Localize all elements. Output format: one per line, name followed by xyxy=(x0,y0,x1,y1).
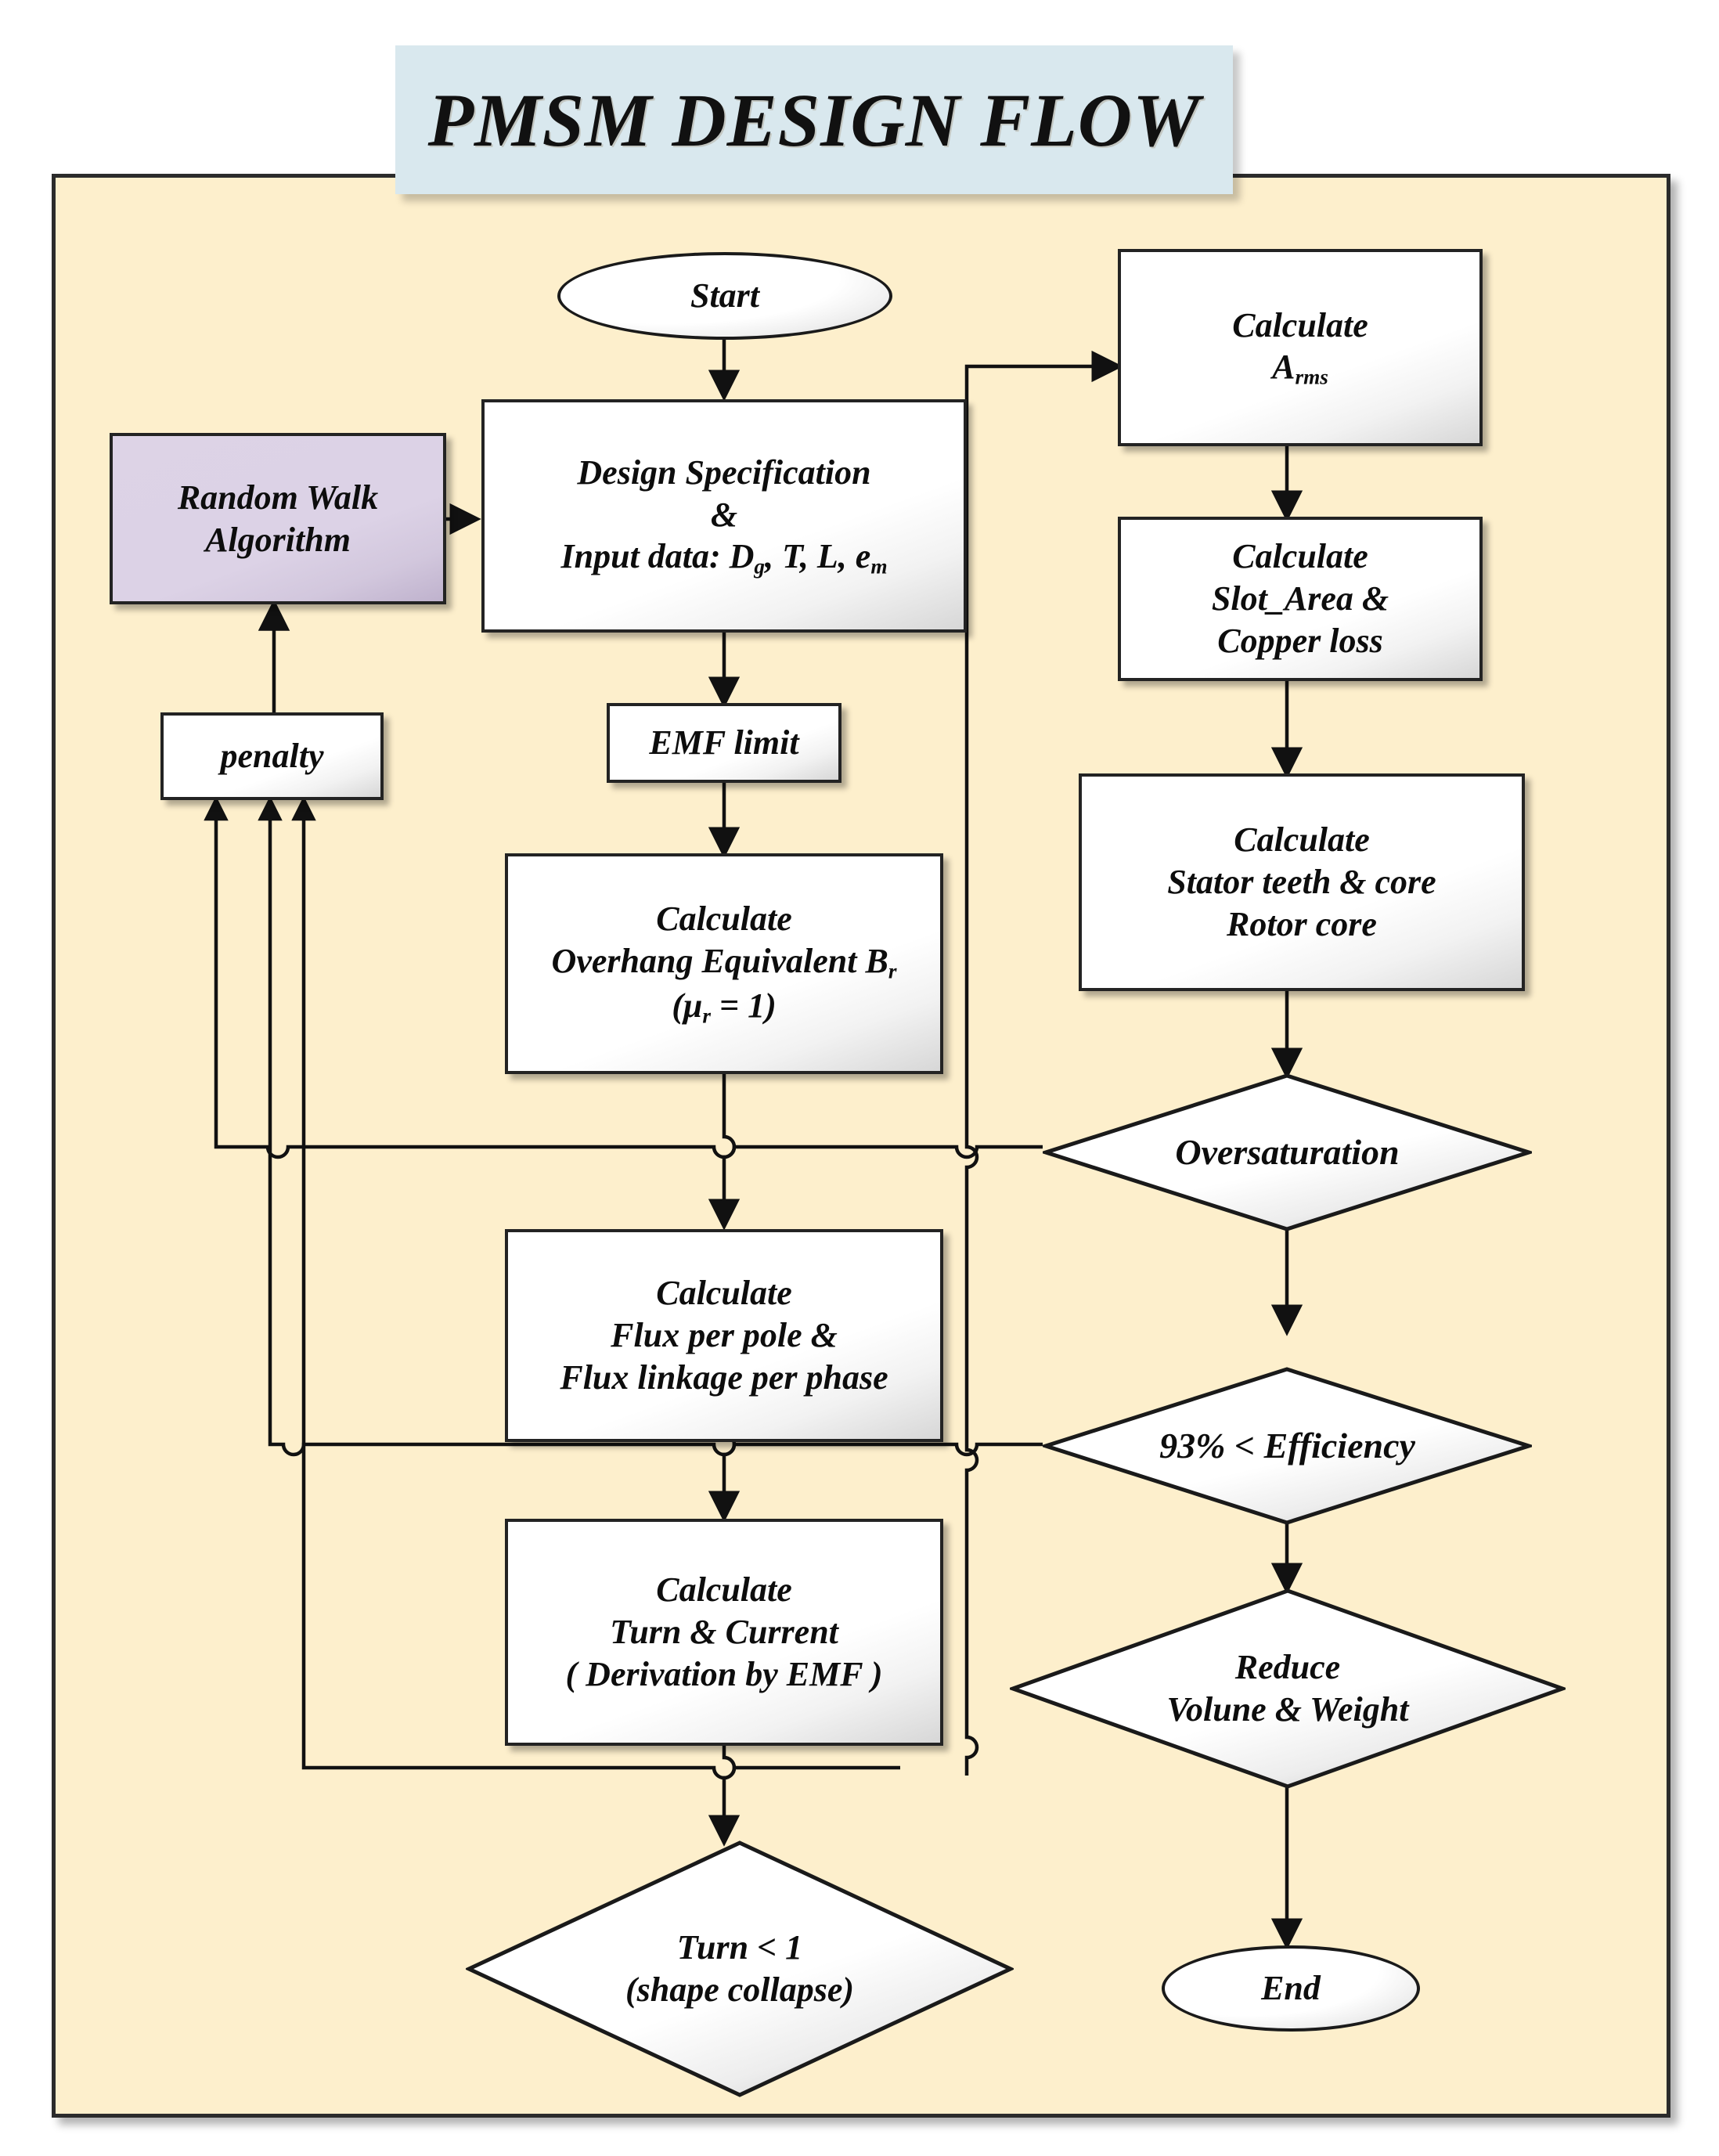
node-calc-turn-line2: Turn & Current xyxy=(610,1613,838,1652)
node-calc-slot-line2: Slot_Area & xyxy=(1211,579,1389,618)
node-oversaturation-labels: Oversaturation xyxy=(1077,1130,1498,1174)
node-emf-limit-label: EMF limit xyxy=(649,723,799,763)
node-efficiency-labels: 93% < Efficiency xyxy=(1077,1424,1498,1468)
node-calculate-flux[interactable]: Calculate Flux per pole & Flux linkage p… xyxy=(505,1229,943,1442)
node-emf-limit[interactable]: EMF limit xyxy=(607,703,841,783)
node-random-walk-algorithm[interactable]: Random Walk Algorithm xyxy=(110,433,446,604)
node-start[interactable]: Start xyxy=(557,252,892,340)
node-design-spec-line2: & xyxy=(710,495,738,534)
node-calc-core-line1: Calculate xyxy=(1234,820,1370,860)
node-calc-arms-line1: Calculate xyxy=(1232,305,1368,344)
node-calculate-turn-current[interactable]: Calculate Turn & Current ( Derivation by… xyxy=(505,1519,943,1746)
node-turn-less-than-one[interactable]: Turn < 1 (shape collapse) xyxy=(466,1840,1014,2098)
page-title: PMSM DESIGN FLOW xyxy=(427,78,1201,162)
node-random-walk-line1: Random Walk xyxy=(177,478,379,517)
node-turn-check-line1: Turn < 1 xyxy=(676,1928,803,1967)
diamond-shape xyxy=(466,1841,1014,2097)
node-calculate-slot-area[interactable]: Calculate Slot_Area & Copper loss xyxy=(1118,517,1483,681)
node-oversaturation[interactable]: Oversaturation xyxy=(1043,1073,1532,1232)
node-reduce-line1: Reduce xyxy=(1234,1648,1341,1687)
node-calc-slot-line1: Calculate xyxy=(1232,537,1368,576)
node-turn-check-line2: (shape collapse) xyxy=(625,1970,855,2009)
node-calc-core-line3: Rotor core xyxy=(1227,904,1377,943)
node-calc-turn-line3: ( Derivation by EMF ) xyxy=(565,1654,883,1693)
node-calculate-arms[interactable]: Calculate Arms xyxy=(1118,249,1483,446)
node-calculate-overhang[interactable]: Calculate Overhang Equivalent Br (μr = 1… xyxy=(505,853,943,1074)
node-design-spec-line3: Input data: Dg, T, L, em xyxy=(560,537,888,579)
diamond-shape xyxy=(1043,1073,1532,1231)
node-reduce-labels: Reduce Volune & Weight xyxy=(1049,1646,1527,1730)
node-turn-check-labels: Turn < 1 (shape collapse) xyxy=(504,1927,975,2010)
node-efficiency-label: 93% < Efficiency xyxy=(1159,1425,1415,1466)
node-calc-core-line2: Stator teeth & core xyxy=(1167,863,1436,902)
node-penalty-label: penalty xyxy=(220,737,324,776)
node-penalty[interactable]: penalty xyxy=(160,712,384,800)
node-design-specification[interactable]: Design Specification & Input data: Dg, T… xyxy=(481,399,967,633)
node-random-walk-line2: Algorithm xyxy=(205,520,351,559)
node-calc-slot-line3: Copper loss xyxy=(1217,621,1383,660)
node-calc-overhang-line2: Overhang Equivalent Br xyxy=(551,941,897,983)
node-calculate-stator-rotor-core[interactable]: Calculate Stator teeth & core Rotor core xyxy=(1079,773,1525,991)
node-calc-arms-line2: Arms xyxy=(1272,348,1328,389)
node-calc-flux-line1: Calculate xyxy=(656,1274,792,1313)
node-calc-turn-line1: Calculate xyxy=(656,1570,792,1610)
node-calc-flux-line3: Flux linkage per phase xyxy=(560,1357,888,1397)
node-end-label: End xyxy=(1261,1969,1321,2008)
node-reduce-volume-weight[interactable]: Reduce Volune & Weight xyxy=(1010,1588,1566,1790)
node-oversaturation-label: Oversaturation xyxy=(1175,1131,1400,1172)
node-calc-flux-line2: Flux per pole & xyxy=(611,1316,838,1355)
node-start-label: Start xyxy=(690,276,760,315)
node-calc-overhang-line1: Calculate xyxy=(656,900,792,939)
diagram-title-banner: PMSM DESIGN FLOW xyxy=(395,45,1233,194)
node-end[interactable]: End xyxy=(1162,1945,1420,2032)
node-calc-overhang-line3: (μr = 1) xyxy=(672,986,777,1028)
node-design-spec-line1: Design Specification xyxy=(577,452,871,492)
node-efficiency-check[interactable]: 93% < Efficiency xyxy=(1043,1366,1532,1526)
node-reduce-line2: Volune & Weight xyxy=(1166,1690,1409,1729)
